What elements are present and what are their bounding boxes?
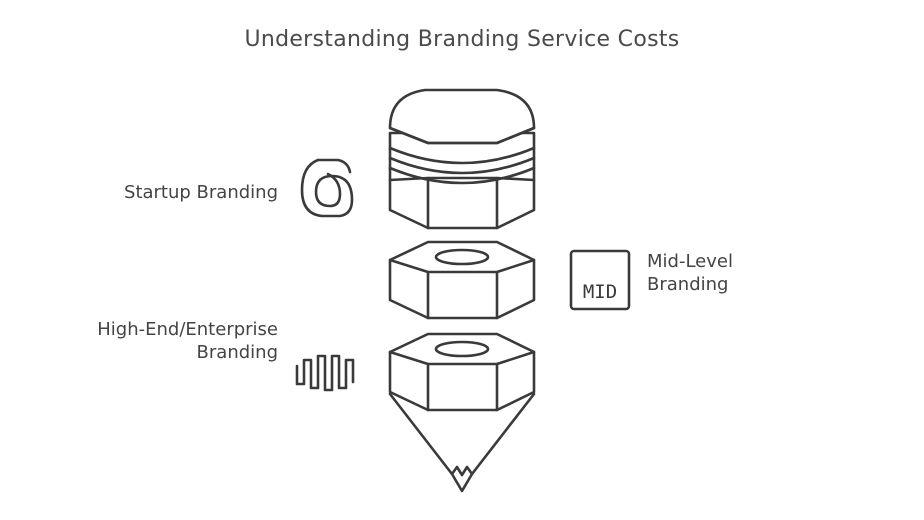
- page-title: Understanding Branding Service Costs: [244, 27, 680, 52]
- pencil-cap-segment: [388, 88, 536, 230]
- startup-branding-label: Startup Branding: [124, 182, 278, 203]
- waveform-icon: [295, 354, 355, 392]
- pencil-nut-segment-mid: [388, 240, 536, 320]
- mid-badge-icon: MID: [569, 249, 631, 311]
- mid-level-branding-label: Mid-Level Branding: [647, 251, 733, 295]
- svg-text:MID: MID: [583, 281, 617, 303]
- high-end-branding-label: High-End/Enterprise Branding: [97, 319, 278, 363]
- threads-spiral-icon: [300, 158, 354, 218]
- pencil-tip: [388, 392, 536, 493]
- pencil-nut-segment-high: [388, 332, 536, 412]
